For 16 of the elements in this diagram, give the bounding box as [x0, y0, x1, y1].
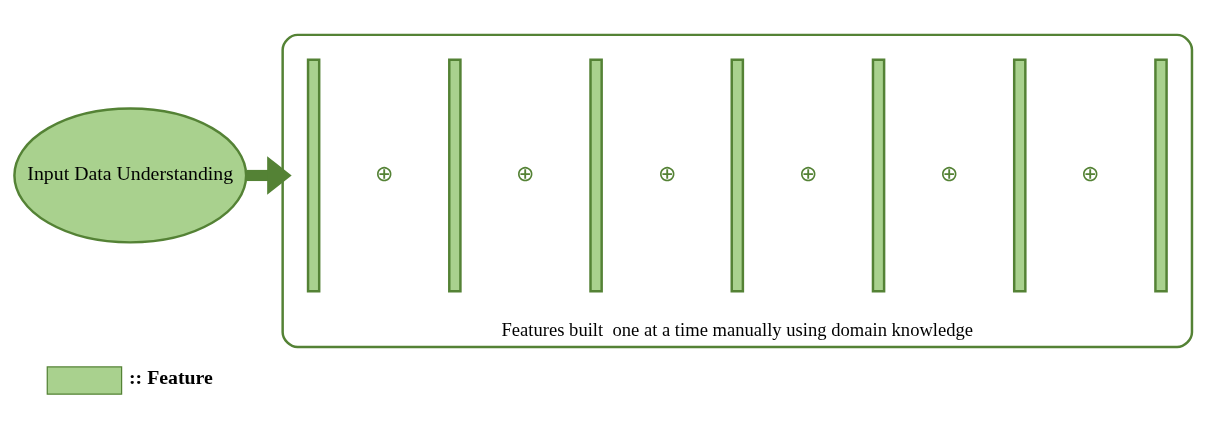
label: ⊕ [657, 160, 676, 186]
node-bar [1154, 57, 1168, 293]
label: ⊕ [940, 160, 959, 186]
node-bar [730, 57, 745, 293]
label: ⊕ [798, 160, 817, 186]
node-bar [306, 57, 321, 293]
legend-label: :: Feature [129, 365, 213, 388]
node-bar [1012, 57, 1027, 293]
node-bar [448, 57, 462, 293]
node-bar [589, 57, 603, 293]
label: ⊕ [375, 160, 394, 186]
arrow [246, 155, 292, 195]
node-bar [871, 57, 886, 293]
label: ⊕ [516, 160, 535, 186]
node-ellipse: Input Data Understanding [13, 106, 248, 244]
label: ⊕ [1081, 160, 1100, 186]
